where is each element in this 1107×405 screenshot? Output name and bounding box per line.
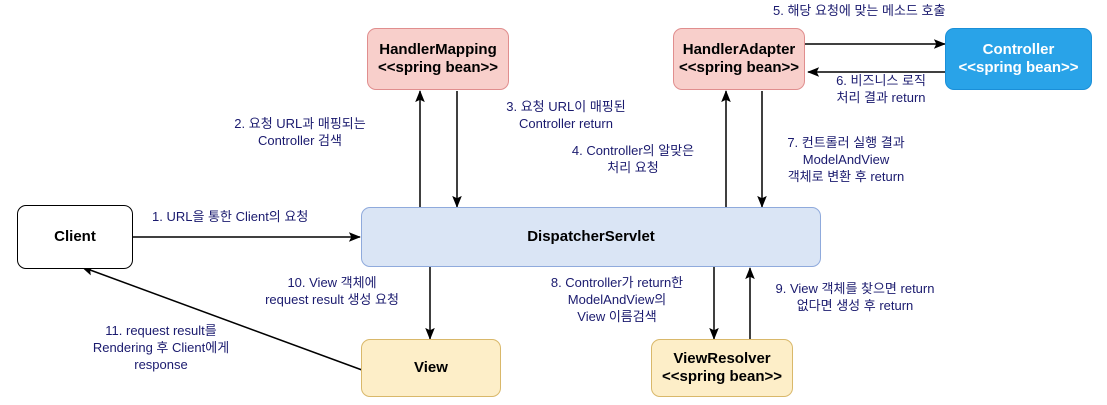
edge-label-3-line1: 3. 요청 URL이 매핑된: [506, 99, 626, 114]
node-handler-mapping-stereotype: <<spring bean>>: [377, 59, 499, 76]
node-handler-adapter[interactable]: HandlerAdapter <<spring bean>>: [673, 28, 805, 90]
node-view-label: View: [414, 359, 448, 377]
edge-label-8-line2: ModelAndView의: [567, 291, 667, 307]
edge-label-4: 4. Controller의 알맞은 처리 요청: [545, 143, 721, 177]
edge-label-11-line3: response: [134, 356, 188, 372]
node-handler-adapter-stereotype: <<spring bean>>: [678, 59, 800, 76]
edge-label-7-line3: 객체로 변환 후 return: [787, 168, 905, 184]
edge-label-10: 10. View 객체에 request result 생성 요청: [244, 275, 420, 309]
edge-11-view-to-client: [81, 266, 363, 371]
node-controller-stereotype: <<spring bean>>: [958, 59, 1079, 76]
node-view-resolver-title: ViewResolver: [673, 350, 771, 368]
node-handler-mapping-title: HandlerMapping: [379, 41, 497, 59]
node-dispatcher-servlet[interactable]: DispatcherServlet: [361, 207, 821, 267]
edge-label-3: 3. 요청 URL이 매핑된 Controller return: [462, 99, 670, 133]
edge-label-8-line3: View 이름검색: [577, 308, 657, 324]
edge-label-9: 9. View 객체를 찾으면 return 없다면 생성 후 return: [757, 281, 953, 315]
node-client[interactable]: Client: [17, 205, 133, 269]
edge-label-7-line2: ModelAndView: [802, 151, 890, 167]
edge-label-11: 11. request result를 Rendering 후 Client에게…: [54, 323, 268, 374]
node-view-resolver-stereotype: <<spring bean>>: [661, 368, 783, 385]
edge-label-9-line1: 9. View 객체를 찾으면 return: [775, 281, 935, 296]
edge-label-7: 7. 컨트롤러 실행 결과 ModelAndView 객체로 변환 후 retu…: [766, 135, 926, 186]
edge-label-2-line2: Controller 검색: [258, 132, 342, 148]
edge-label-6-line2: 처리 결과 return: [836, 89, 926, 105]
node-view[interactable]: View: [361, 339, 501, 397]
edge-label-5: 5. 해당 요청에 맞는 메소드 호출: [773, 3, 945, 20]
edge-label-4-line1: 4. Controller의 알맞은: [571, 143, 695, 158]
node-controller-title: Controller: [982, 41, 1055, 59]
edge-label-1: 1. URL을 통한 Client의 요청: [152, 209, 308, 226]
edge-label-2-line1: 2. 요청 URL과 매핑되는: [234, 116, 366, 131]
node-handler-mapping[interactable]: HandlerMapping <<spring bean>>: [367, 28, 509, 90]
edge-label-6: 6. 비즈니스 로직 처리 결과 return: [820, 73, 942, 107]
edge-label-2: 2. 요청 URL과 매핑되는 Controller 검색: [184, 116, 416, 150]
edge-label-3-line2: Controller return: [519, 115, 613, 131]
edge-label-7-line1: 7. 컨트롤러 실행 결과: [787, 135, 905, 150]
edge-label-11-line1: 11. request result를: [105, 323, 217, 338]
edge-label-10-line2: request result 생성 요청: [265, 291, 399, 307]
node-dispatcher-servlet-label: DispatcherServlet: [527, 228, 655, 246]
node-controller[interactable]: Controller <<spring bean>>: [945, 28, 1092, 90]
edge-label-9-line2: 없다면 생성 후 return: [796, 297, 914, 313]
edge-label-11-line2: Rendering 후 Client에게: [92, 339, 230, 355]
edge-label-6-line1: 6. 비즈니스 로직: [836, 73, 926, 88]
edge-label-8: 8. Controller가 return한 ModelAndView의 Vie…: [528, 275, 706, 326]
node-client-label: Client: [54, 228, 96, 246]
edge-label-8-line1: 8. Controller가 return한: [550, 275, 684, 290]
edge-label-4-line2: 처리 요청: [607, 159, 659, 175]
edge-label-10-line1: 10. View 객체에: [287, 275, 377, 290]
node-view-resolver[interactable]: ViewResolver <<spring bean>>: [651, 339, 793, 397]
edge-label-5-line1: 5. 해당 요청에 맞는 메소드 호출: [773, 3, 946, 18]
node-handler-adapter-title: HandlerAdapter: [682, 41, 796, 59]
edge-label-1-line1: 1. URL을 통한 Client의 요청: [152, 209, 309, 224]
